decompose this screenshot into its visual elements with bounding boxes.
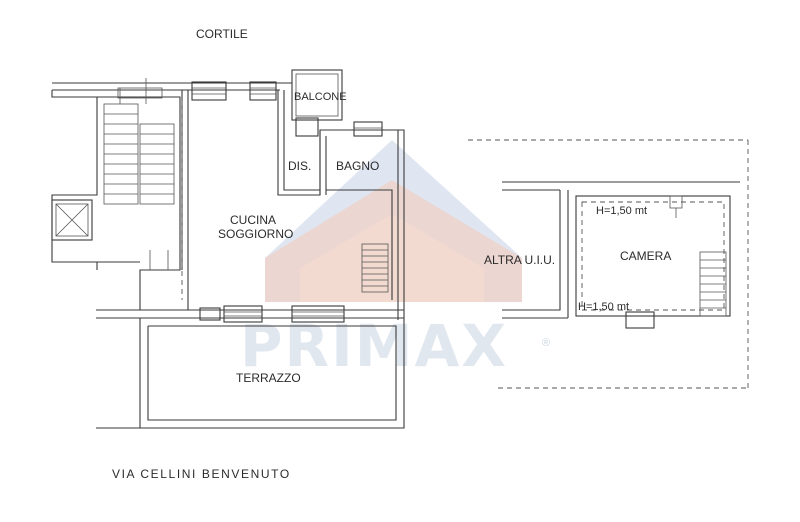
watermark-registered-mark: ® [542,337,550,349]
top-windows [191,81,383,137]
label-soggiorno: SOGGIORNO [218,227,293,241]
label-balcone: BALCONE [294,91,347,103]
label-height-top: H=1,50 mt [596,205,647,217]
label-dis: DIS. [288,159,311,173]
label-altra-uiu: ALTRA U.I.U. [484,253,555,267]
label-height-bottom: H=1,50 mt [578,301,629,313]
right-unit [468,139,749,389]
camera-room-outline [575,195,731,317]
lift-shaft [51,199,93,241]
watermark-text: PRIMAX [240,312,508,380]
stairwell-stairs [103,78,175,205]
label-cortile: CORTILE [196,27,248,41]
terrace-windows [199,305,345,323]
label-street: VIA CELLINI BENVENUTO [112,467,291,481]
balcone-outline [291,69,343,121]
label-terrazzo: TERRAZZO [236,371,301,385]
label-bagno: BAGNO [336,159,379,173]
label-cucina: CUCINA [230,213,276,227]
label-camera: CAMERA [620,249,671,263]
internal-stairs [361,243,389,293]
